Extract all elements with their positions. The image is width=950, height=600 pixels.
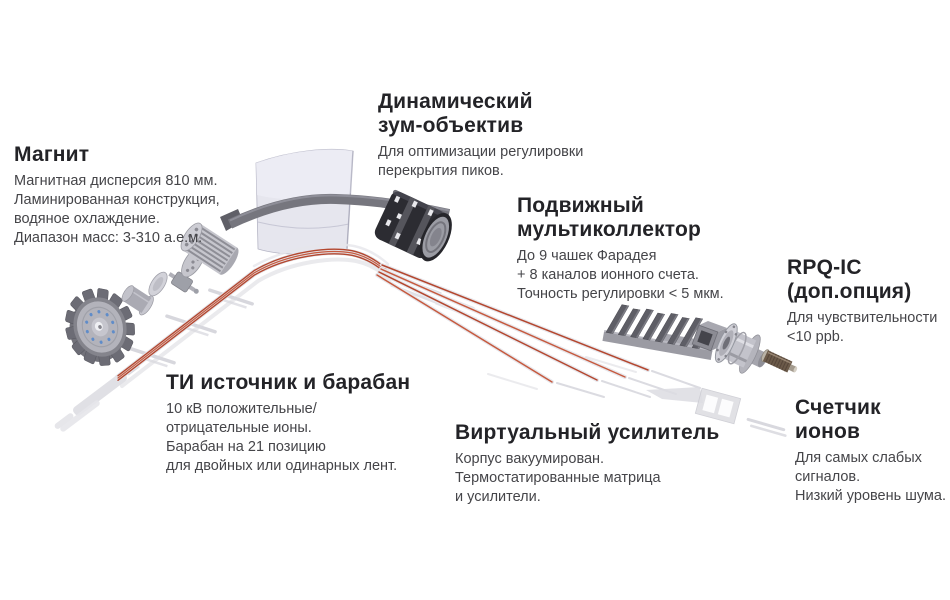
text-line: + 8 каналов ионного счета.	[517, 267, 699, 283]
multicollector-title: Подвижный мультиколлектор	[517, 194, 702, 241]
lens-barrel	[121, 285, 154, 316]
text-line: До 9 чашек Фарадея	[517, 248, 657, 264]
source-description: 10 кВ положительные/отрицательные ионы. Б…	[166, 400, 410, 476]
amplifier-description: Корпус вакуумирован. Термостатированные м…	[455, 450, 720, 507]
zoom-lens-title: Динамический зум-объектив	[378, 90, 533, 137]
text-line: 10 кВ положительные/	[166, 401, 317, 417]
multicollector-description: До 9 чашек Фарадея + 8 каналов ионного сч…	[517, 247, 724, 304]
ion-counter-screw-icon	[761, 349, 798, 373]
label-ion-counter: Счетчик ионов Для самых слабых сигналов. Н…	[795, 396, 950, 506]
text-line: Барабан на 21 позицию	[166, 439, 326, 455]
aperture-plate	[148, 271, 168, 297]
text-line: сигналов.	[795, 469, 861, 485]
text-line: Точность регулировки < 5 мкм.	[517, 286, 724, 302]
text-line: Ламинированная конструкция,	[14, 192, 220, 208]
text-line: Корпус вакуумирован.	[455, 451, 605, 467]
text-line: отрицательные ионы.	[166, 420, 312, 436]
text-line: Для самых слабых	[795, 450, 922, 466]
lens-stack-icon	[121, 222, 239, 316]
text-line: водяное охлаждение.	[14, 211, 160, 227]
ion-counter-pins-ghost	[746, 417, 787, 437]
rpq-title: RPQ-IC (доп.опция)	[787, 256, 912, 303]
source-title: ТИ источник и барабан	[166, 371, 411, 394]
text-line: Диапазон масс: 3-310 а.е.м.	[14, 230, 203, 246]
zoom-lens-description: Для оптимизации регулировки перекрытия пи…	[378, 143, 583, 181]
label-amplifier: Виртуальный усилитель Корпус вакуумирова…	[455, 421, 720, 507]
rpq-description: Для чувствительности <10 ppb.	[787, 309, 937, 347]
label-zoom-lens: Динамический зум-объектив Для оптимизаци…	[378, 90, 583, 181]
text-line: <10 ppb.	[787, 329, 844, 345]
ion-counter-description: Для самых слабых сигналов. Низкий уровень …	[795, 449, 950, 506]
text-line: перекрытия пиков.	[378, 163, 504, 179]
label-source: ТИ источник и барабан 10 кВ положительны…	[166, 371, 410, 476]
text-line: Магнитная дисперсия 810 мм.	[14, 173, 218, 189]
zoom-lens-cylinder-icon	[374, 189, 452, 262]
label-multicollector: Подвижный мультиколлектор До 9 чашек Фар…	[517, 194, 724, 304]
ion-beam-icon	[114, 243, 701, 398]
text-line: Низкий уровень шума.	[795, 488, 946, 504]
text-line: Для оптимизации регулировки	[378, 144, 584, 160]
text-line: для двойных или одинарных лент.	[166, 458, 398, 474]
label-magnet: Магнит Магнитная дисперсия 810 мм. Ламини…	[14, 143, 220, 248]
amplifier-ghost-icon	[646, 387, 787, 437]
text-line: Термостатированные матрица	[455, 470, 661, 486]
magnet-description: Магнитная дисперсия 810 мм. Ламинированна…	[14, 172, 220, 248]
magnet-title: Магнит	[14, 143, 90, 166]
ion-counter-title: Счетчик ионов	[795, 396, 881, 443]
sample-position-dots	[85, 310, 115, 344]
text-line: и усилители.	[455, 489, 541, 505]
label-rpq: RPQ-IC (доп.опция) Для чувствительности <…	[787, 256, 937, 347]
filament-holder	[168, 271, 199, 294]
text-line: Для чувствительности	[787, 310, 938, 326]
square-tube-icon	[691, 320, 727, 352]
amplifier-title: Виртуальный усилитель	[455, 421, 720, 444]
ion-source-cage-icon	[180, 222, 239, 275]
sample-drum-icon	[65, 288, 135, 366]
